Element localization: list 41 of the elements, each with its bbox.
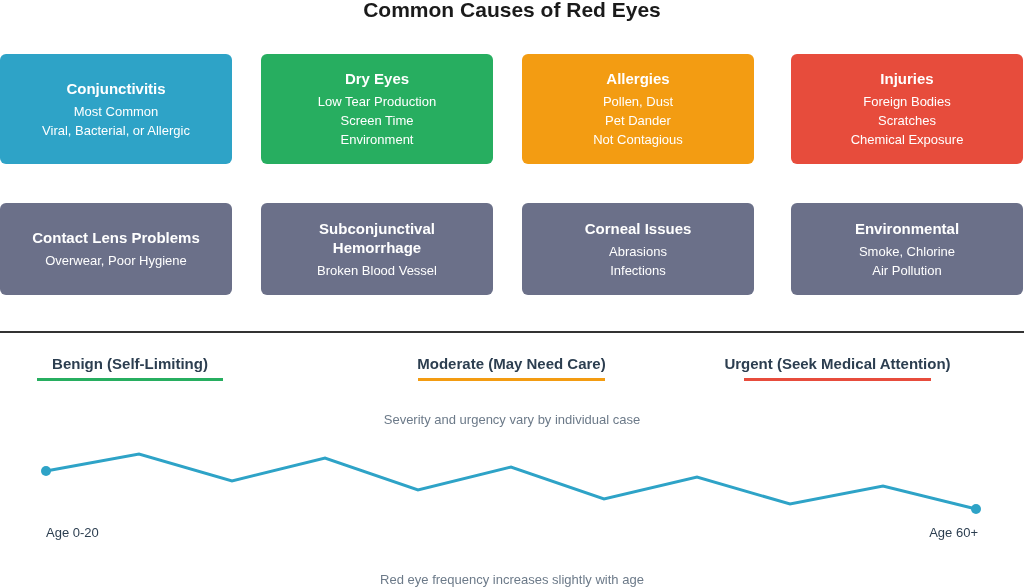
card-text: Scratches bbox=[878, 112, 936, 130]
card-text: Most Common bbox=[73, 102, 159, 121]
card-heading: Dry Eyes bbox=[344, 69, 410, 88]
card-text: Screen Time bbox=[340, 112, 414, 130]
card-text: Pollen, Dust bbox=[602, 93, 674, 111]
card-heading: Conjunctivitis bbox=[66, 78, 166, 98]
cause-card bbox=[791, 203, 1023, 295]
note-text: Severity and urgency vary by individual case bbox=[382, 412, 642, 427]
axis-label: Age 60+ bbox=[929, 525, 978, 540]
title: Common Causes of Red Eyes bbox=[362, 0, 662, 22]
cause-card bbox=[261, 203, 493, 295]
cause-card bbox=[791, 54, 1023, 164]
card-text: Not Contagious bbox=[593, 131, 683, 149]
legend-text: Benign (Self-Limiting) bbox=[51, 355, 209, 372]
legend-text: Urgent (Seek Medical Attention) bbox=[723, 355, 952, 372]
card-text: Broken Blood Vessel bbox=[317, 261, 437, 280]
card-text: Smoke, Chlorine bbox=[858, 242, 956, 261]
card-text: Viral, Bacterial, or Allergic bbox=[42, 121, 190, 140]
cause-card bbox=[522, 54, 754, 164]
card-text: Infections bbox=[610, 261, 666, 280]
card-heading: Environmental bbox=[854, 218, 960, 238]
card-text: Low Tear Production bbox=[317, 93, 437, 111]
card-text: Air Pollution bbox=[872, 261, 942, 280]
cause-card bbox=[0, 54, 232, 164]
cause-card bbox=[261, 54, 493, 164]
card-text: Abrasions bbox=[609, 242, 667, 261]
card-text: Pet Dander bbox=[605, 112, 671, 130]
card-heading: Subconjunctival Hemorrhage bbox=[318, 218, 436, 257]
card-heading: Contact Lens Problems bbox=[32, 228, 200, 247]
card-heading: Corneal Issues bbox=[584, 218, 692, 238]
card-heading: Allergies bbox=[606, 69, 670, 88]
card-text: Environment bbox=[340, 131, 414, 149]
cause-card bbox=[522, 203, 754, 295]
axis-label: Age 0-20 bbox=[46, 525, 99, 540]
card-text: Foreign Bodies bbox=[863, 93, 951, 111]
legend-text: Moderate (May Need Care) bbox=[416, 355, 607, 372]
note-text: Red eye frequency increases slightly with age bbox=[379, 572, 645, 587]
card-text: Chemical Exposure bbox=[850, 131, 964, 149]
card-text: Overwear, Poor Hygiene bbox=[45, 252, 187, 270]
cause-card bbox=[0, 203, 232, 295]
card-heading: Injuries bbox=[880, 69, 934, 88]
